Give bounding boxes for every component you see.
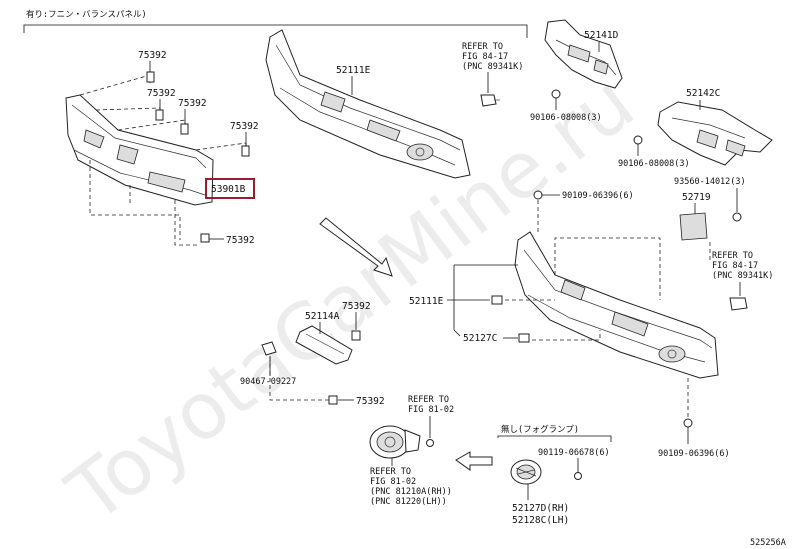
balance-panel-part[interactable]: [65, 94, 214, 206]
refer-text[interactable]: REFER TO: [370, 467, 411, 477]
label-52141d[interactable]: 52141D: [584, 30, 619, 41]
label-90119[interactable]: 90119-06678(6): [538, 448, 610, 458]
refer-text[interactable]: (PNC 89341K): [462, 62, 523, 72]
label-52719[interactable]: 52719: [682, 192, 711, 203]
refer-text[interactable]: REFER TO: [712, 251, 753, 261]
clip-icon[interactable]: [180, 123, 189, 135]
refer-text[interactable]: (PNC 81210A(RH)): [370, 487, 452, 497]
label-90109[interactable]: 90109-06396(6): [658, 449, 730, 459]
bolt-icon[interactable]: [426, 439, 434, 447]
clip-icon[interactable]: [351, 330, 361, 341]
clip-icon[interactable]: [200, 233, 210, 243]
label-93560[interactable]: 93560-14012(3): [674, 177, 746, 187]
caption-without-fog: 無し(フォグランプ): [501, 424, 579, 435]
dash-guide: [89, 160, 181, 240]
group-bracket: [23, 24, 528, 38]
refer-text[interactable]: FIG 84-17: [712, 261, 758, 271]
label-75392[interactable]: 75392: [178, 98, 207, 109]
bolt-icon[interactable]: [574, 472, 582, 480]
clip-icon[interactable]: [328, 395, 338, 405]
label-90467[interactable]: 90467-09227: [240, 377, 296, 387]
label-75392[interactable]: 75392: [147, 88, 176, 99]
refer-text[interactable]: (PNC 81220(LH)): [370, 497, 447, 507]
bolt-icon[interactable]: [491, 295, 503, 305]
cover-cap-part[interactable]: [679, 212, 708, 241]
label-90109[interactable]: 90109-06396(6): [562, 191, 634, 201]
refer-text[interactable]: FIG 84-17: [462, 52, 508, 62]
label-52127d[interactable]: 52127D(RH): [512, 503, 569, 514]
fog-lamp-part[interactable]: [369, 425, 421, 459]
connector-icon[interactable]: [480, 94, 500, 107]
direction-arrow-icon: [319, 217, 393, 277]
bumper-bracket-part[interactable]: [657, 101, 773, 166]
label-52111e[interactable]: 52111E: [409, 296, 444, 307]
diagram-id: 525256A: [750, 538, 786, 548]
refer-text[interactable]: REFER TO: [408, 395, 449, 405]
label-53901b[interactable]: 53901B: [211, 184, 246, 195]
label-75392[interactable]: 75392: [226, 235, 255, 246]
label-75392[interactable]: 75392: [138, 50, 167, 61]
bolt-icon[interactable]: [518, 333, 530, 343]
label-52142c[interactable]: 52142C: [686, 88, 720, 99]
label-75392[interactable]: 75392: [230, 121, 259, 132]
dash-guide: [195, 142, 247, 151]
front-bumper-part[interactable]: [514, 231, 719, 379]
caption-with-panel: 有り:フニン・バランスパネル): [26, 9, 147, 20]
dash-guide: [117, 119, 186, 131]
dash-guide: [79, 74, 151, 96]
dash-guide: [174, 200, 200, 246]
dash-guide: [525, 330, 601, 341]
bumper-bracket-part[interactable]: [544, 19, 623, 89]
bolt-icon[interactable]: [732, 212, 742, 222]
bolt-icon[interactable]: [261, 341, 277, 356]
refer-text[interactable]: (PNC 89341K): [712, 271, 773, 281]
front-bumper-part[interactable]: [265, 29, 471, 179]
clip-icon[interactable]: [155, 109, 164, 121]
connector-icon[interactable]: [729, 297, 748, 311]
bolt-icon[interactable]: [533, 190, 543, 200]
clip-icon[interactable]: [146, 71, 155, 83]
label-52128c[interactable]: 52128C(LH): [512, 515, 569, 526]
license-plate-bracket-part[interactable]: [295, 325, 353, 365]
label-75392[interactable]: 75392: [356, 396, 385, 407]
bolt-icon[interactable]: [633, 135, 643, 145]
bolt-icon[interactable]: [551, 89, 561, 99]
label-52111e[interactable]: 52111E: [336, 65, 371, 76]
label-52114a[interactable]: 52114A: [305, 311, 340, 322]
clip-icon[interactable]: [241, 145, 250, 157]
label-52127c[interactable]: 52127C: [463, 333, 497, 344]
label-90106[interactable]: 90106-08008(3): [530, 113, 602, 123]
direction-arrow-icon: [455, 451, 493, 471]
refer-text[interactable]: FIG 81-02: [370, 477, 416, 487]
label-75392[interactable]: 75392: [342, 301, 371, 312]
refer-text[interactable]: REFER TO: [462, 42, 503, 52]
group-bracket: [497, 435, 612, 442]
fog-cover-part[interactable]: [510, 459, 542, 485]
bolt-icon[interactable]: [683, 418, 693, 428]
label-90106[interactable]: 90106-08008(3): [618, 159, 690, 169]
refer-text[interactable]: FIG 81-02: [408, 405, 454, 415]
highlight-box: [205, 178, 255, 199]
